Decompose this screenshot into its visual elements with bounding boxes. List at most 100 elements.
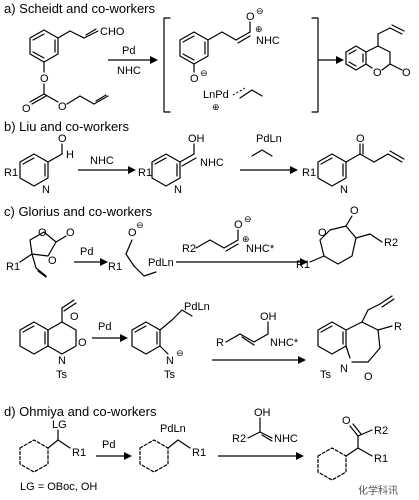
svg-text:PdLn: PdLn [148, 257, 174, 269]
svg-text:R1: R1 [4, 167, 18, 179]
section-c-product-2: N Ts O R [317, 295, 402, 383]
right-bracket [311, 17, 319, 113]
svg-text:⊖: ⊖ [176, 348, 184, 358]
section-c-product-1: O O R2 R1 [296, 205, 398, 271]
reagent-nhc: NHC [90, 155, 114, 167]
svg-text:O: O [318, 227, 327, 239]
section-d-starting-material: LG R1 LG = OBoc, OH [19, 419, 97, 493]
svg-text:OH: OH [188, 133, 205, 145]
section-d-product: O R2 R1 [317, 415, 388, 481]
svg-text:R1: R1 [108, 261, 122, 273]
section-a-starting-material: CHO O O O [22, 26, 125, 115]
svg-text:N: N [58, 355, 66, 367]
svg-text:PdLn: PdLn [184, 301, 210, 313]
svg-text:O: O [342, 415, 351, 427]
svg-text:LG: LG [52, 419, 67, 431]
section-c-starting-material-1: O O O R1 [6, 227, 75, 278]
svg-text:O: O [78, 337, 87, 349]
svg-text:O: O [246, 11, 255, 23]
section-a-product: O O [345, 24, 411, 79]
reagent-nhc: NHC [117, 65, 141, 77]
section-c-reagent-2: R OH NHC* [216, 311, 299, 349]
section-b-starting-material: N O H R1 [4, 133, 74, 196]
section-c-intermediate-2: PdLn N ⊖ Ts [131, 301, 210, 381]
section-c-intermediate-1: O ⊖ R1 PdLn [108, 220, 174, 277]
section-c-title: c) Glorius and co-workers [4, 204, 153, 219]
section-d-reagent: R2 OH NHC [232, 407, 298, 445]
svg-text:NHC: NHC [200, 157, 224, 169]
section-b-intermediate: N R1 OH NHC [138, 133, 224, 196]
section-c-starting-material-2: O O N Ts [19, 299, 87, 381]
svg-text:H: H [66, 149, 74, 161]
svg-text:NHC*: NHC* [246, 243, 275, 255]
svg-text:R1: R1 [6, 261, 20, 273]
lnpd-label: LnPd [203, 89, 229, 101]
svg-text:R1: R1 [302, 167, 316, 179]
svg-text:R: R [216, 337, 224, 349]
svg-text:OH: OH [260, 311, 277, 323]
section-b-title: b) Liu and co-workers [4, 119, 129, 134]
svg-text:⊖: ⊖ [136, 220, 144, 230]
cho-label: CHO [100, 26, 125, 38]
svg-text:O: O [234, 219, 243, 231]
svg-text:O: O [22, 103, 31, 115]
svg-text:O: O [190, 73, 199, 85]
svg-text:Ts: Ts [320, 369, 332, 381]
svg-text:O: O [48, 255, 57, 267]
svg-text:O: O [38, 227, 47, 239]
svg-text:Pd: Pd [98, 321, 111, 333]
svg-text:R1: R1 [374, 453, 388, 465]
lg-note: LG = OBoc, OH [20, 481, 97, 493]
section-c-reagent-1: R2 O ⊖ NHC* ⊕ [182, 214, 275, 255]
svg-text:N: N [340, 184, 348, 196]
svg-text:Ts: Ts [56, 369, 68, 381]
svg-text:O: O [350, 205, 359, 217]
svg-text:NHC*: NHC* [270, 337, 299, 349]
svg-text:R2: R2 [182, 243, 196, 255]
svg-text:O: O [58, 101, 67, 113]
svg-text:R1: R1 [192, 447, 206, 459]
svg-text:R1: R1 [138, 167, 152, 179]
watermark-text: 化学科讯 [358, 484, 398, 497]
svg-text:O: O [58, 133, 67, 145]
svg-text:O: O [356, 133, 365, 145]
svg-text:⊖: ⊖ [256, 6, 264, 16]
section-a-intermediate: O ⊖ NHC ⊕ O ⊖ LnPd ⊕ [179, 6, 280, 112]
section-d-intermediate: PdLn R1 [139, 423, 206, 473]
svg-text:⊕: ⊕ [242, 234, 250, 244]
svg-text:Ts: Ts [164, 369, 176, 381]
svg-text:R1: R1 [72, 447, 86, 459]
section-d-title: d) Ohmiya and co-workers [4, 404, 157, 419]
svg-text:N: N [42, 184, 50, 196]
svg-text:N: N [174, 184, 182, 196]
svg-text:N: N [166, 355, 174, 367]
svg-text:R: R [394, 321, 402, 333]
svg-text:O: O [128, 227, 137, 239]
svg-text:R2: R2 [384, 237, 398, 249]
svg-text:NHC: NHC [274, 433, 298, 445]
svg-text:O: O [66, 227, 75, 239]
reagent-pdln: PdLn [256, 133, 282, 145]
svg-text:R2: R2 [232, 433, 246, 445]
svg-text:O: O [40, 73, 49, 85]
svg-text:⊖: ⊖ [244, 214, 252, 224]
svg-text:R2: R2 [374, 425, 388, 437]
svg-text:OH: OH [254, 407, 271, 419]
svg-text:O: O [402, 67, 411, 79]
svg-text:R1: R1 [296, 259, 310, 271]
svg-text:⊕: ⊕ [255, 24, 263, 34]
svg-text:N: N [340, 363, 348, 375]
section-b-product: N R1 O [302, 133, 405, 196]
svg-text:Pd: Pd [80, 246, 93, 258]
nhc-label: NHC [256, 35, 280, 47]
svg-text:O: O [373, 67, 382, 79]
svg-text:⊕: ⊕ [212, 102, 220, 112]
svg-text:O: O [70, 311, 79, 323]
reagent-pd: Pd [122, 45, 135, 57]
svg-text:Pd: Pd [102, 439, 115, 451]
svg-text:O: O [364, 371, 373, 383]
section-a-title: a) Scheidt and co-workers [4, 1, 156, 16]
svg-text:⊖: ⊖ [200, 68, 208, 78]
svg-text:PdLn: PdLn [160, 423, 186, 435]
